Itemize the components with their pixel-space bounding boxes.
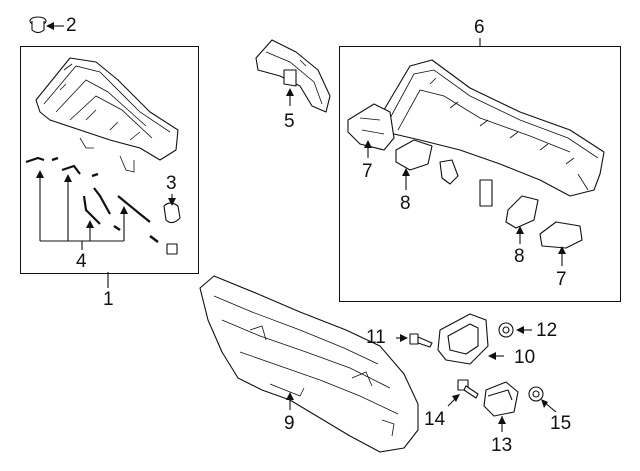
upper-cowl-panel-part xyxy=(377,59,605,197)
cowl-assembly-group-box xyxy=(20,46,199,274)
callout-14: 14 xyxy=(424,409,446,430)
bolt-lower-part xyxy=(457,379,479,399)
upper-cowl-panel-detail xyxy=(387,69,599,191)
callout-9: 9 xyxy=(284,413,295,434)
callout-7-lower: 7 xyxy=(556,269,567,290)
dash-panel-detail xyxy=(213,295,399,437)
callout-3: 3 xyxy=(166,173,177,194)
push-clip-part xyxy=(29,16,47,34)
washer-nozzle-part xyxy=(163,202,181,255)
callout-11: 11 xyxy=(366,327,386,348)
cowl-side-bracket-part xyxy=(255,39,331,113)
dash-insulator-part xyxy=(437,313,489,365)
cowl-bracket-left-part xyxy=(347,103,395,151)
cowl-side-bracket-detail xyxy=(265,51,323,105)
nut-upper-part xyxy=(498,322,514,338)
callout-8-upper: 8 xyxy=(400,193,411,214)
callout-5: 5 xyxy=(284,111,295,132)
small-bracket-parts xyxy=(439,159,493,207)
callout-4-leaders xyxy=(39,172,125,250)
cowl-reinforcement-lower-part xyxy=(505,195,539,229)
cowl-bracket-right-part xyxy=(539,221,583,249)
callout-6: 6 xyxy=(474,17,485,38)
dash-panel-part xyxy=(199,275,419,453)
callout-2: 2 xyxy=(66,15,77,36)
bolt-part xyxy=(409,333,433,348)
callout-1: 1 xyxy=(103,289,114,310)
cowl-vent-panel-part xyxy=(35,57,179,161)
callout-4: 4 xyxy=(76,251,87,272)
cowl-vent-panel-detail xyxy=(43,63,171,173)
leader-arrowheads xyxy=(36,22,566,424)
washer-hose-part xyxy=(25,156,159,243)
callout-15: 15 xyxy=(550,413,572,434)
callout-7-upper: 7 xyxy=(362,161,373,182)
cowl-panel-group-box xyxy=(339,46,621,302)
nut-lower-part xyxy=(528,386,544,402)
foam-block-part xyxy=(483,381,519,417)
cowl-bracket-left-detail xyxy=(359,117,385,135)
cowl-reinforcement-upper-part xyxy=(395,139,433,171)
callout-8-lower: 8 xyxy=(514,246,525,267)
callout-10: 10 xyxy=(514,347,536,368)
callout-12: 12 xyxy=(536,320,558,341)
callout-13: 13 xyxy=(491,435,513,456)
